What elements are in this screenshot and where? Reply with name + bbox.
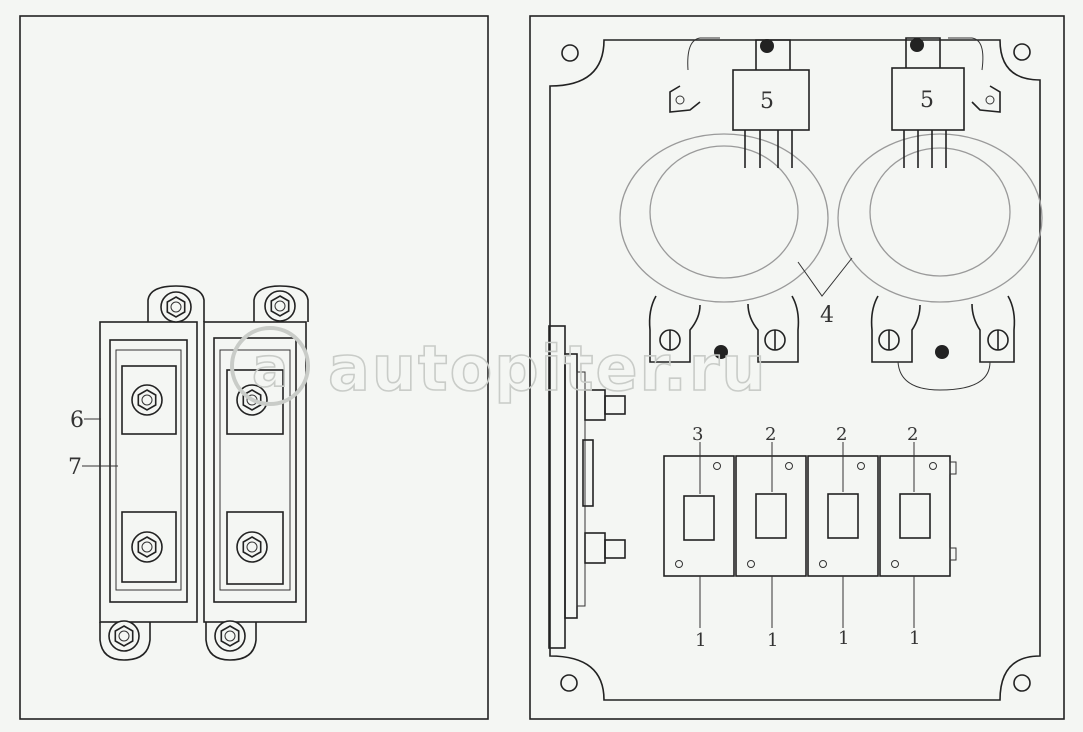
leader-4: [797, 257, 853, 297]
mounting-plate: [549, 39, 1041, 701]
label-3: 3: [692, 424, 703, 445]
svg-text:autopiter.ru: autopiter.ru: [328, 332, 768, 405]
side-bracket: [548, 325, 626, 649]
label-2c: 2: [907, 424, 918, 445]
label-2b: 2: [836, 424, 847, 445]
label-1c: 1: [838, 628, 849, 649]
label-5-right: 5: [920, 88, 934, 113]
fuse-holder-left: [99, 285, 205, 661]
label-7: 7: [68, 455, 82, 480]
current-transformer-left: [619, 37, 829, 363]
fuse-holder-right: [203, 285, 309, 661]
label-1b: 1: [767, 630, 778, 651]
label-5-left: 5: [760, 89, 774, 114]
label-6: 6: [70, 408, 84, 433]
watermark: a autopiter.ru: [230, 326, 768, 406]
terminal-row: [663, 455, 957, 577]
label-4: 4: [820, 303, 834, 328]
svg-text:a: a: [252, 336, 290, 399]
right-panel: [529, 15, 1065, 720]
current-transformer-right: [837, 37, 1043, 391]
label-1d: 1: [909, 628, 920, 649]
label-2a: 2: [765, 424, 776, 445]
left-panel: [19, 15, 489, 720]
relay-right: [891, 37, 965, 168]
label-1a: 1: [695, 630, 706, 651]
relay-left: [732, 39, 810, 168]
